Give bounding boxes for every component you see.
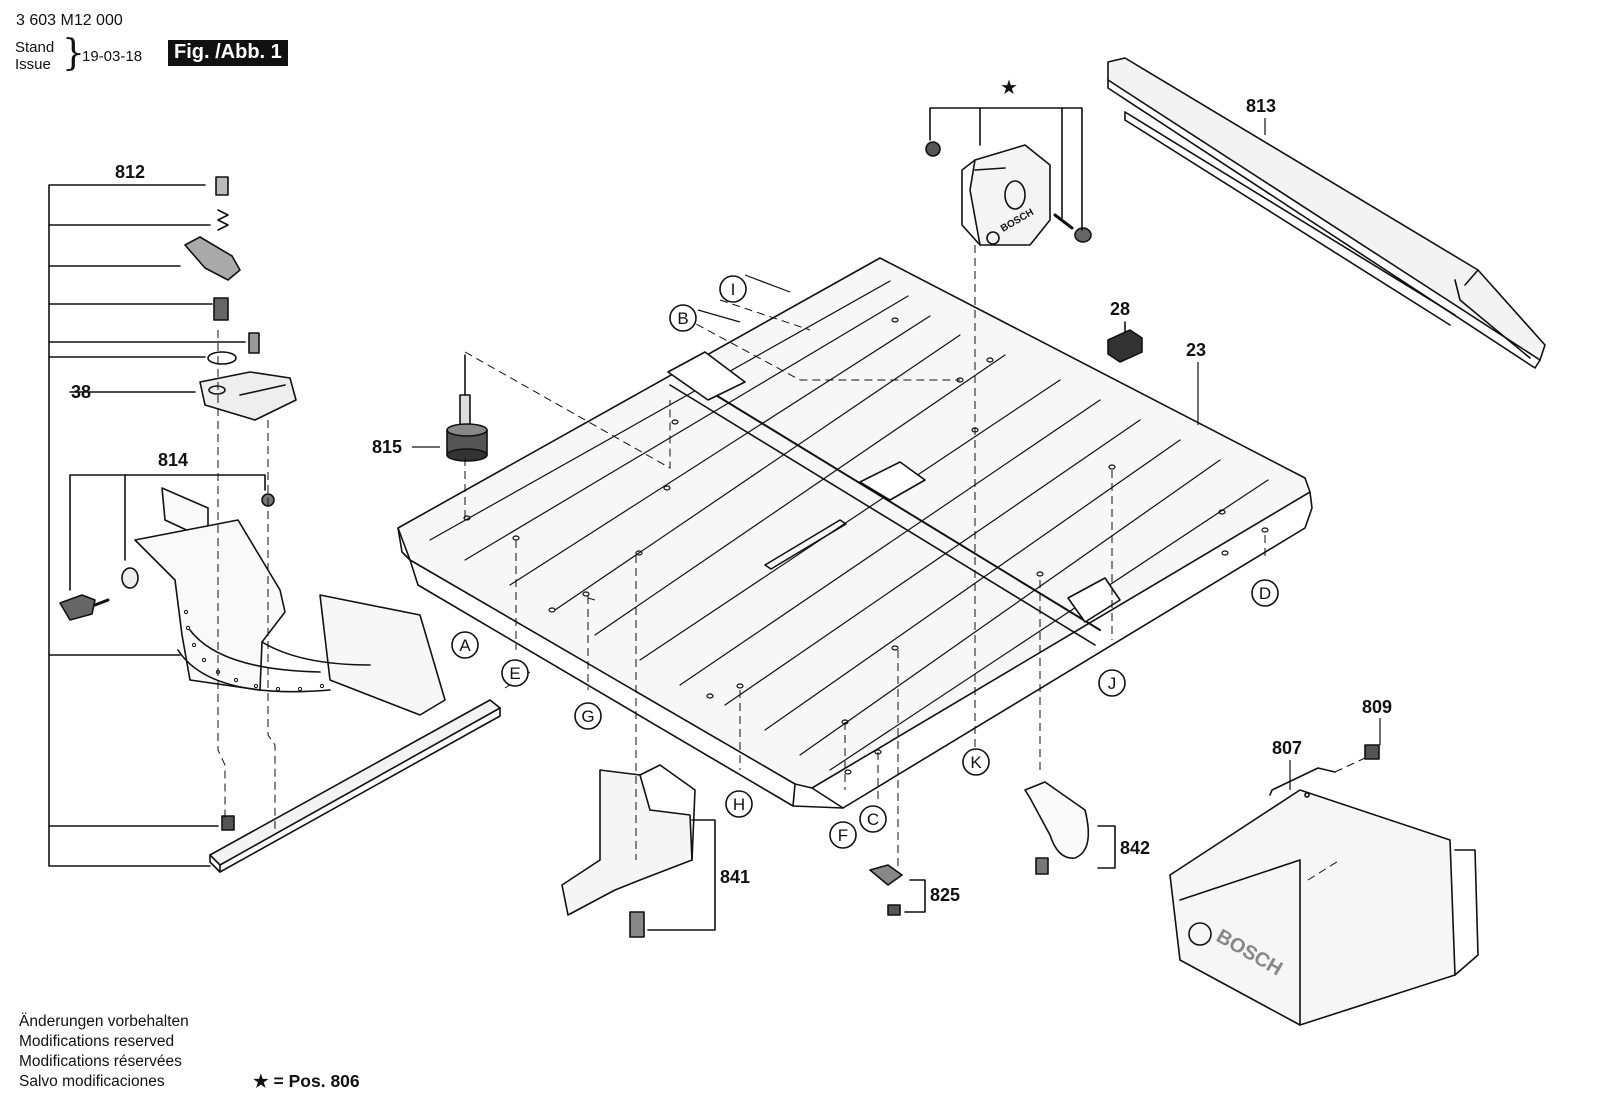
part-number-812: 812 [115, 162, 145, 182]
callout-h: H [733, 795, 745, 814]
callout-g: G [581, 707, 594, 726]
part-number-28: 28 [1110, 299, 1130, 319]
fence-bracket-part: BOSCH [925, 107, 1092, 246]
part-number-841: 841 [720, 867, 750, 887]
callout-circle-b [669, 304, 697, 332]
brace-icon: } [62, 33, 85, 74]
part-number-809: 809 [1362, 697, 1392, 717]
star-icon: ★ [1000, 77, 1018, 99]
footer-note-en: Modifications reserved [19, 1033, 175, 1050]
issue-date: 19-03-18 [82, 48, 143, 65]
callout-circle-e [501, 659, 529, 687]
callout-circle-k [962, 748, 990, 776]
footer-note-fr: Modifications réservées [19, 1053, 182, 1070]
part-number-23: 23 [1186, 340, 1206, 360]
part-number-38: 38 [71, 382, 91, 402]
callout-d: D [1259, 584, 1271, 603]
footer-note-de: Änderungen vorbehalten [19, 1013, 189, 1030]
callout-circle-j [1098, 669, 1126, 697]
callout-circle-c [859, 805, 887, 833]
issue-label: Issue [15, 56, 51, 73]
callout-c: C [867, 810, 879, 829]
callout-b: B [677, 309, 688, 328]
footer-note-es: Salvo modificaciones [19, 1073, 165, 1090]
callout-e: E [509, 664, 520, 683]
callout-circle-i [719, 275, 747, 303]
part-number-814: 814 [158, 450, 188, 470]
part-number-813: 813 [1246, 96, 1276, 116]
small-block-part [1107, 321, 1143, 363]
callout-i: I [731, 280, 736, 299]
callout-circle-a [451, 631, 479, 659]
part-number-815: 815 [372, 437, 402, 457]
callout-a: A [459, 636, 471, 655]
knob-part [446, 354, 488, 462]
miter-gauge-part [48, 176, 501, 873]
callout-j: J [1108, 674, 1117, 693]
callout-circle-h [725, 790, 753, 818]
document-number: 3 603 M12 000 [16, 12, 123, 29]
callout-f: F [838, 826, 848, 845]
callout-circle-d [1251, 579, 1279, 607]
figure-label: Fig. /Abb. 1 [168, 40, 288, 66]
riving-plate-part [561, 764, 716, 938]
callout-circle-f [829, 821, 857, 849]
part-number-807: 807 [1272, 738, 1302, 758]
footer-notes: Änderungen vorbehalten Modifications res… [19, 1012, 189, 1092]
part-number-825: 825 [930, 885, 960, 905]
star-position-note: ★ = Pos. 806 [253, 1071, 360, 1091]
fence-rail-part [1107, 57, 1546, 369]
stand-issue-label: Stand Issue [15, 39, 54, 73]
clamp-part [869, 781, 1116, 916]
callout-circle-g [574, 702, 602, 730]
callout-k: K [970, 753, 982, 772]
stand-label: Stand [15, 39, 55, 56]
part-number-842: 842 [1120, 838, 1150, 858]
table-top-part [397, 257, 1313, 809]
motor-cover-part: BOSCH [1169, 744, 1479, 1026]
